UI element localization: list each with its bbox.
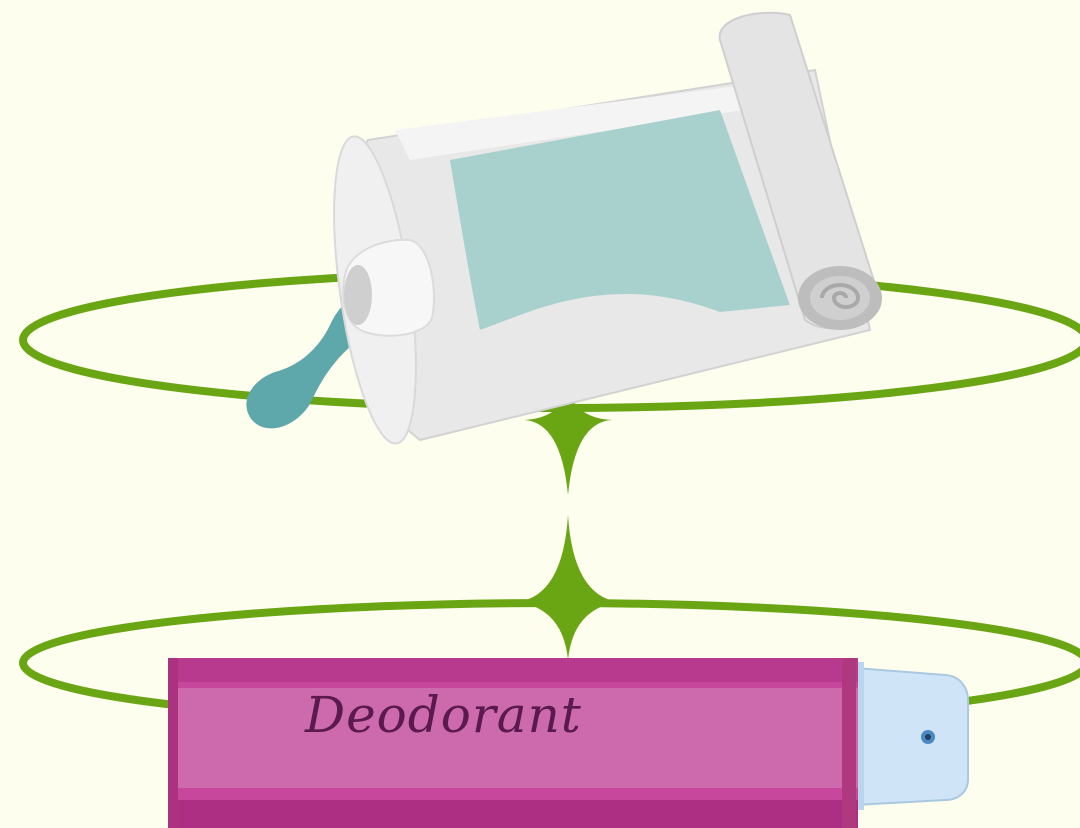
- connector-star-bottom: [518, 515, 618, 660]
- connector-star-top: [524, 388, 612, 495]
- tube-label: [450, 110, 790, 330]
- paste-blob: [246, 299, 370, 429]
- toothpaste-tube-icon: [246, 11, 882, 445]
- deodorant-stick-icon: [168, 658, 969, 828]
- tube-roll: [798, 266, 882, 330]
- tube-highlight: [395, 78, 810, 160]
- deodorant-cap: [854, 666, 969, 807]
- deodorant-label: Deodorant: [305, 686, 582, 744]
- nozzle-opening: [344, 265, 372, 325]
